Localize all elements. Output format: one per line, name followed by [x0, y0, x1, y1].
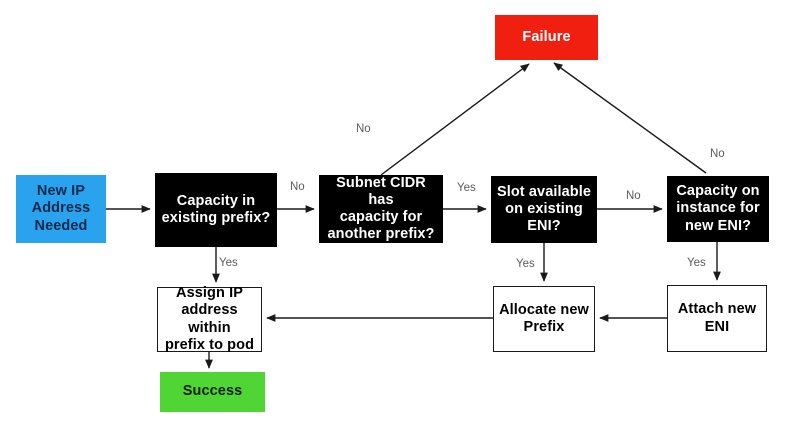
node-slot_eni[interactable]: Slot available on existing ENI?: [491, 176, 597, 243]
node-start[interactable]: New IP Address Needed: [16, 175, 106, 243]
node-label-attach_eni: Attach new ENI: [677, 301, 757, 335]
edge-label-lbl-no-4: No: [710, 148, 725, 160]
node-alloc_prefix[interactable]: Allocate new Prefix: [493, 286, 595, 352]
edge-p-subnet-failure: [380, 63, 530, 176]
node-success[interactable]: Success: [160, 372, 265, 412]
node-label-cap_prefix: Capacity in existing prefix?: [161, 192, 271, 226]
node-label-slot_eni: Slot available on existing ENI?: [496, 183, 592, 235]
edge-label-lbl-no-3: No: [626, 190, 641, 202]
node-failure[interactable]: Failure: [495, 15, 598, 60]
node-attach_eni[interactable]: Attach new ENI: [667, 285, 767, 352]
node-assign_ip[interactable]: Assign IP address within prefix to pod: [157, 285, 262, 353]
node-label-alloc_prefix: Allocate new Prefix: [499, 301, 589, 335]
node-cap_instance[interactable]: Capacity on instance for new ENI?: [667, 176, 769, 242]
node-label-success: Success: [182, 383, 243, 400]
edge-label-lbl-yes-2: Yes: [457, 182, 476, 194]
edge-label-lbl-yes-1: Yes: [219, 257, 238, 269]
edge-label-lbl-no-1: No: [290, 181, 305, 193]
edge-label-lbl-yes-3: Yes: [516, 258, 535, 270]
edge-label-lbl-yes-4: Yes: [687, 257, 706, 269]
node-label-subnet_cidr: Subnet CIDR has capacity for another pre…: [327, 174, 435, 243]
node-label-cap_instance: Capacity on instance for new ENI?: [676, 183, 760, 234]
edge-label-lbl-no-2: No: [356, 123, 371, 135]
edge-p-capinstance-failure: [553, 62, 707, 174]
node-label-assign_ip: Assign IP address within prefix to pod: [164, 285, 255, 353]
node-cap_prefix[interactable]: Capacity in existing prefix?: [155, 173, 277, 247]
node-label-failure: Failure: [522, 28, 571, 45]
node-subnet_cidr[interactable]: Subnet CIDR has capacity for another pre…: [319, 175, 443, 243]
node-label-start: New IP Address Needed: [31, 183, 91, 234]
